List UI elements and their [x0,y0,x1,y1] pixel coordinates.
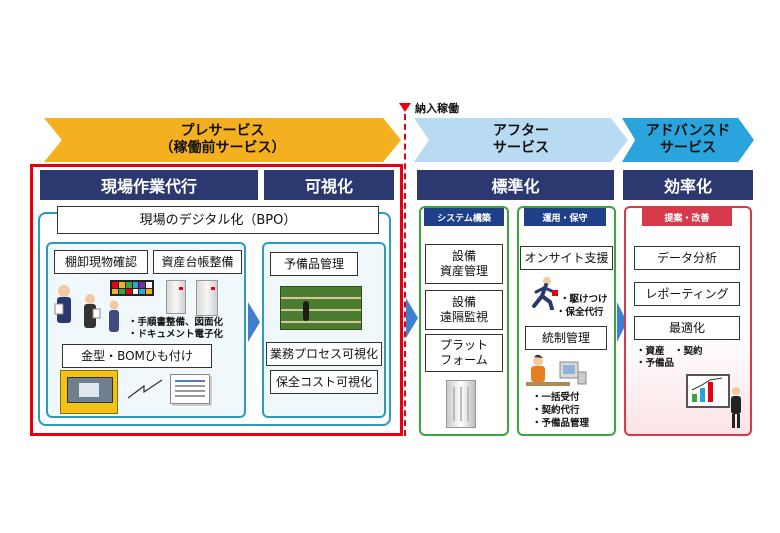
remote-monitoring-line1: 設備 [451,295,476,309]
platform-line2: フォーム [440,353,488,367]
operation-tag: 運用・保守 [524,208,606,226]
field-work-note-1: ・手順書整備、図面化 [128,317,224,328]
cost-visualize-box: 保全コスト可視化 [270,370,378,394]
phase-pre-line2: （稼働前サービス） [159,140,286,156]
milestone-dashed-line [404,114,406,436]
optimization-box: 最適化 [634,316,740,340]
asset-management-line1: 設備 [451,249,476,263]
phase-advanced-line1: アドバンスド [645,123,731,139]
header-visualize: 可視化 [264,170,394,200]
platform-line1: プラット [439,338,488,352]
server-icon [446,380,476,428]
cabinet-icon [166,280,186,314]
presenter-icon [731,387,741,428]
milestone-label: 納入稼働 [415,102,459,115]
onsite-support-box: オンサイト支援 [520,246,613,270]
operator-desk-icon [526,354,587,386]
system-tag: システム構築 [424,208,504,226]
operation-panel [517,206,616,436]
header-standardize: 標準化 [417,170,614,200]
remote-monitoring-line2: 遠隔監視 [439,310,488,324]
phase-pre-service: プレサービス （稼働前サービス） [44,118,401,162]
proposal-tag: 提案・改善 [642,208,732,226]
inventory-check-box: 棚卸現物確認 [54,250,148,274]
flow-arrow-icon [248,302,260,342]
platform-box: プラット フォーム [425,334,503,372]
optimization-note-1: ・資産 ・契約 [636,346,703,357]
phase-after-line2: サービス [493,140,549,156]
phase-pre-line1: プレサービス [180,123,265,139]
control-note-1: ・一括受付 [532,392,580,403]
phase-advanced-service: アドバンスド サービス [622,118,754,162]
control-management-box: 統制管理 [525,326,607,350]
phase-after-line1: アフター [493,123,549,139]
flow-arrow-icon-3 [617,302,627,342]
onsite-note-2: ・保全代行 [556,307,604,318]
digital-bpo-title: 現場のデジタル化（BPO） [57,206,379,234]
presentation-board-icon [686,374,730,408]
control-note-3: ・予備品管理 [532,418,590,429]
asset-management-line2: 資産管理 [439,264,488,278]
cabinet-icon-2 [196,280,218,316]
lightning-icon [127,379,163,399]
control-note-2: ・契約代行 [532,405,580,416]
process-visualize-box: 業務プロセス可視化 [266,342,382,366]
asset-management-box: 設備 資産管理 [425,244,503,284]
phase-advanced-line2: サービス [659,140,716,156]
milestone-marker: 納入稼働 [399,100,479,116]
pre-service-frame [30,164,403,436]
color-chart-icon [110,280,154,296]
reporting-box: レポーティング [634,282,740,306]
phase-after-service: アフター サービス [414,118,628,162]
asset-ledger-box: 資産台帳整備 [153,250,242,274]
onsite-note-1: ・駆けつけ [560,294,608,305]
document-icon [170,374,210,404]
workers-illustration [54,285,119,332]
header-field-work: 現場作業代行 [40,170,258,200]
warehouse-shelf-icon [280,286,362,330]
spare-parts-box: 予備品管理 [270,252,358,276]
flow-arrow-icon-2 [406,298,418,338]
field-work-note-2: ・ドキュメント電子化 [128,329,224,340]
mold-machine-icon [60,370,118,414]
data-analysis-box: データ分析 [634,246,740,270]
mold-bom-box: 金型・BOMひも付け [62,344,212,368]
optimization-note-2: ・予備品 [636,358,675,369]
milestone-triangle-icon [399,103,411,112]
running-person-icon [532,277,558,310]
remote-monitoring-box: 設備 遠隔監視 [425,290,503,330]
header-efficiency: 効率化 [623,170,753,200]
